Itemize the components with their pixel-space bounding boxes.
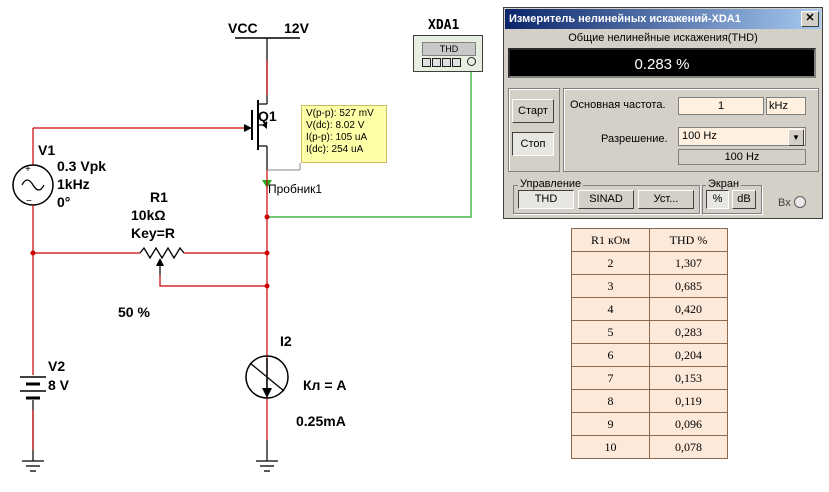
v1-label: V1 bbox=[38, 142, 56, 158]
settings-button[interactable]: Уст... bbox=[638, 190, 694, 209]
probe-readout: V(p-p): 527 mV V(dc): 8.02 V I(p-p): 105… bbox=[301, 105, 387, 163]
r1-key: Key=R bbox=[131, 225, 175, 241]
fundamental-input[interactable]: 1 bbox=[678, 97, 764, 115]
thd-caption: Общие нелинейные искажения(THD) bbox=[568, 32, 758, 44]
cell-r1: 7 bbox=[571, 366, 650, 390]
column-header-thd: THD % bbox=[649, 228, 728, 252]
xda-icon-key bbox=[422, 58, 431, 67]
resolution-label: Разрешение. bbox=[601, 133, 668, 145]
q1-label: Q1 bbox=[258, 108, 277, 124]
resolution-selected: 100 Hz bbox=[682, 130, 717, 142]
table-header-row: R1 кОм THD % bbox=[571, 228, 728, 252]
potentiometer-r1-symbol bbox=[139, 246, 185, 260]
svg-text:−: − bbox=[26, 196, 32, 207]
cell-r1: 9 bbox=[571, 412, 650, 436]
ground-v2-icon bbox=[22, 450, 44, 472]
cell-r1: 8 bbox=[571, 389, 650, 413]
cell-r1: 10 bbox=[571, 435, 650, 459]
settings-panel bbox=[563, 88, 819, 172]
input-label: Вх bbox=[778, 197, 791, 209]
cell-thd: 0,078 bbox=[649, 435, 728, 459]
cell-r1: 6 bbox=[571, 343, 650, 367]
r1-label: R1 bbox=[150, 189, 168, 205]
stop-button[interactable]: Стоп bbox=[512, 132, 554, 156]
cell-thd: 0,204 bbox=[649, 343, 728, 367]
sinad-mode-button[interactable]: SINAD bbox=[578, 190, 634, 209]
r1-value: 10kΩ bbox=[131, 207, 166, 223]
cell-thd: 0,283 bbox=[649, 320, 728, 344]
ground-i2-icon bbox=[256, 440, 278, 472]
cell-thd: 0,420 bbox=[649, 297, 728, 321]
v1-phase: 0° bbox=[57, 194, 71, 210]
run-panel bbox=[508, 88, 560, 172]
i2-key: Кл = A bbox=[303, 377, 347, 393]
probe-vpp: V(p-p): 527 mV bbox=[306, 108, 374, 119]
battery-v2-symbol bbox=[20, 376, 46, 400]
thd-analyzer-window: Измеритель нелинейных искажений-XDA1 ✕ О… bbox=[503, 7, 823, 219]
probe-idc: I(dc): 254 uA bbox=[306, 144, 364, 155]
xda-icon-key bbox=[452, 58, 461, 67]
probe-vdc: V(dc): 8.02 V bbox=[306, 120, 365, 131]
xda-label: XDA1 bbox=[428, 18, 460, 33]
cell-thd: 0,153 bbox=[649, 366, 728, 390]
mosfet-q1-symbol bbox=[251, 95, 268, 170]
xda-icon-key bbox=[442, 58, 451, 67]
thd-mode-button[interactable]: THD bbox=[518, 190, 574, 209]
cell-r1: 5 bbox=[571, 320, 650, 344]
xda-input-terminal-icon[interactable] bbox=[467, 57, 476, 66]
v1-frequency: 1kHz bbox=[57, 176, 90, 192]
v2-value: 8 V bbox=[48, 377, 70, 393]
db-button[interactable]: dB bbox=[732, 190, 756, 209]
cell-thd: 0,685 bbox=[649, 274, 728, 298]
current-source-i2-symbol bbox=[245, 355, 289, 399]
i2-value: 0.25mA bbox=[296, 413, 346, 429]
probe-ipp: I(p-p): 105 uA bbox=[306, 132, 368, 143]
fundamental-unit-select[interactable]: kHz bbox=[766, 97, 806, 115]
xda-instrument-icon[interactable]: THD bbox=[413, 35, 483, 72]
control-group bbox=[513, 185, 700, 214]
cell-r1: 2 bbox=[571, 251, 650, 275]
svg-text:+: + bbox=[25, 164, 31, 175]
cell-thd: 0,096 bbox=[649, 412, 728, 436]
cell-r1: 3 bbox=[571, 274, 650, 298]
screen-group-label: Экран bbox=[706, 178, 742, 190]
vcc-voltage-label: 12V bbox=[284, 20, 309, 36]
column-header-r1: R1 кОм bbox=[571, 228, 650, 252]
xda-icon-key bbox=[432, 58, 441, 67]
control-group-label: Управление bbox=[518, 178, 584, 190]
close-button[interactable]: ✕ bbox=[801, 11, 819, 27]
vcc-label: VCC bbox=[228, 20, 258, 36]
thd-display: 0.283 % bbox=[508, 48, 816, 78]
fundamental-label: Основная частота. bbox=[570, 99, 666, 111]
cell-thd: 0,119 bbox=[649, 389, 728, 413]
xda-icon-screen: THD bbox=[422, 42, 476, 56]
window-title: Измеритель нелинейных искажений-XDA1 bbox=[509, 13, 741, 25]
resolution-select[interactable]: 100 Hz ▼ bbox=[678, 127, 806, 146]
cell-r1: 4 bbox=[571, 297, 650, 321]
resolution-readout: 100 Hz bbox=[678, 149, 806, 165]
percent-button[interactable]: % bbox=[706, 190, 729, 209]
cell-thd: 1,307 bbox=[649, 251, 728, 275]
r1-percent: 50 % bbox=[118, 304, 150, 320]
input-terminal-icon[interactable] bbox=[794, 196, 806, 208]
chevron-down-icon[interactable]: ▼ bbox=[788, 129, 804, 146]
probe-name: Пробник1 bbox=[268, 182, 323, 196]
v1-amplitude: 0.3 Vpk bbox=[57, 158, 107, 174]
start-button[interactable]: Старт bbox=[512, 99, 554, 123]
window-titlebar[interactable]: Измеритель нелинейных искажений-XDA1 ✕ bbox=[505, 9, 821, 29]
i2-label: I2 bbox=[280, 333, 292, 349]
v2-label: V2 bbox=[48, 358, 66, 374]
